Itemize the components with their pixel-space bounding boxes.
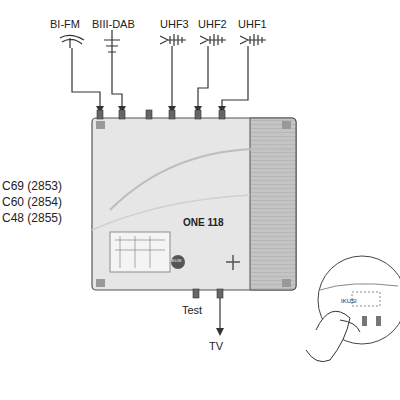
wire-arrowheads bbox=[96, 106, 226, 113]
input-label: UHF3 bbox=[160, 18, 189, 30]
amplifier-housing bbox=[92, 118, 296, 290]
inset-detail bbox=[306, 256, 400, 362]
output-wire bbox=[219, 298, 220, 332]
model-variant: C69 (2853) bbox=[2, 180, 62, 193]
amplifier-housing-label: ONE 118 bbox=[180, 216, 227, 229]
model-variant: C48 (2855) bbox=[2, 212, 62, 225]
input-label: BI-FM bbox=[50, 18, 80, 30]
test-port-label: Test bbox=[182, 304, 202, 316]
antenna-wires bbox=[72, 46, 248, 112]
model-name: ONE 118 bbox=[183, 217, 224, 228]
brand-logo: IKUSI bbox=[341, 298, 357, 305]
input-label: UHF1 bbox=[238, 18, 267, 30]
brand-logo: IKUSI bbox=[171, 259, 181, 263]
input-label: BIII-DAB bbox=[92, 18, 135, 30]
model-variant: C60 (2854) bbox=[2, 196, 62, 209]
output-label: TV bbox=[209, 340, 223, 352]
input-label: UHF2 bbox=[198, 18, 227, 30]
f-connectors bbox=[97, 110, 225, 298]
antenna-symbols bbox=[60, 30, 266, 60]
output-arrowhead bbox=[216, 328, 224, 336]
